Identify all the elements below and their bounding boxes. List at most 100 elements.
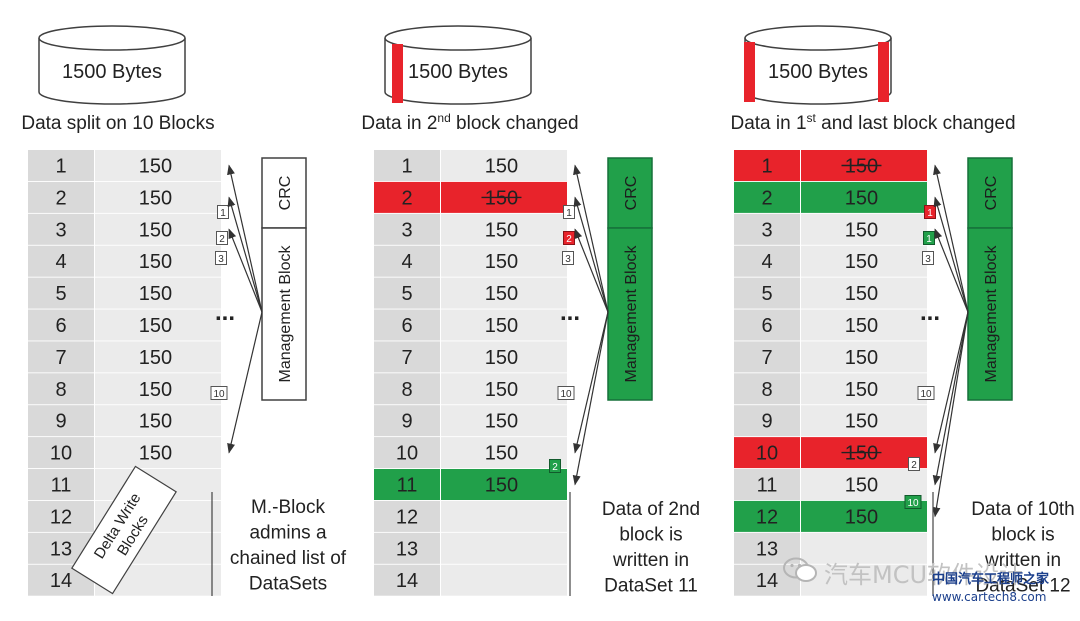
block-value: 150 [845, 379, 878, 401]
note-line: Data of 2nd [602, 499, 700, 520]
note-line: block is [991, 525, 1054, 546]
block-number-cell [28, 405, 94, 437]
block-number: 7 [55, 347, 66, 369]
block-value: 150 [139, 379, 172, 401]
pointer-arrow [933, 164, 969, 313]
block-number: 1 [55, 156, 66, 178]
block-number: 9 [55, 411, 66, 433]
block-value: 150 [845, 347, 878, 369]
pointer-index-box [216, 231, 228, 245]
disk-label: 1500 Bytes [768, 61, 868, 83]
pointer-link: 2 [563, 196, 609, 313]
block-number-cell [734, 277, 800, 309]
block-number: 10 [50, 443, 72, 465]
block-value-cell [95, 245, 221, 277]
block-number: 5 [401, 283, 412, 305]
pointer-index-box [210, 386, 228, 400]
pointer-index-box [908, 457, 920, 471]
pointer-arrow [933, 196, 969, 313]
block-number-cell [28, 373, 94, 405]
ellipsis: ... [215, 299, 235, 326]
block-number: 9 [761, 411, 772, 433]
block-number-cell [734, 341, 800, 373]
block-number: 3 [761, 219, 772, 241]
block-value-cell [801, 405, 927, 437]
pointer-link: 2 [908, 311, 969, 486]
block-number-cell [374, 341, 440, 373]
block-value: 150 [139, 187, 172, 209]
block-number-cell [734, 437, 800, 469]
pointer-index: 2 [552, 462, 558, 473]
disk-changed-segment [392, 44, 403, 103]
pointer-arrow [572, 311, 609, 486]
note-line: written in [984, 550, 1061, 571]
crc-label: CRC [983, 176, 1000, 211]
block-value: 150 [139, 347, 172, 369]
pointer-link: 10 [210, 311, 263, 454]
block-number-cell [28, 309, 94, 341]
block-number: 13 [50, 538, 72, 560]
pointer-index: 10 [920, 389, 932, 400]
block-value-cell [441, 245, 567, 277]
note-line: written in [612, 550, 689, 571]
panel-heading: Data in 2nd block changed [361, 111, 578, 134]
block-number: 3 [401, 219, 412, 241]
crc-label: CRC [277, 176, 294, 211]
note-line: M.-Block [251, 497, 325, 518]
block-value: 150 [485, 315, 518, 337]
pointer-index-box [923, 231, 935, 245]
block-value: 150 [485, 251, 518, 273]
block-number: 8 [401, 379, 412, 401]
block-number: 2 [55, 187, 66, 209]
block-number-cell [734, 309, 800, 341]
block-number: 6 [761, 315, 772, 337]
block-number: 12 [756, 506, 778, 528]
block-value: 150 [139, 283, 172, 305]
pointer-index: 2 [219, 234, 225, 245]
disk-top [38, 25, 186, 51]
block-number: 2 [761, 187, 772, 209]
pointer-arrow [934, 228, 969, 313]
pointer-index: 3 [218, 254, 224, 265]
block-value: 150 [845, 411, 878, 433]
block-value-cell [801, 532, 927, 564]
management-block [967, 227, 1013, 401]
block-value: 150 [139, 315, 172, 337]
block-number: 4 [55, 251, 66, 273]
pointer-index-box [563, 205, 575, 219]
block-number-cell [374, 469, 440, 500]
pointer-index: 1 [926, 234, 932, 245]
delta-write-box [71, 465, 177, 595]
block-number: 11 [51, 475, 72, 497]
block-number: 3 [55, 219, 66, 241]
pointer-index: 1 [220, 208, 226, 219]
block-value-cell [441, 437, 567, 469]
block-value: 150 [845, 506, 878, 528]
management-block [261, 227, 307, 401]
note-line: admins a [249, 523, 327, 544]
note-line: chained list of [230, 548, 347, 569]
block-row: 14 [374, 564, 567, 596]
block-row: 1 150 [28, 150, 221, 181]
block-number-cell [374, 245, 440, 277]
block-value: 150 [845, 475, 878, 497]
pointer-link: 1 [923, 196, 969, 313]
pointer-index: 1 [927, 208, 933, 219]
block-number-cell [734, 405, 800, 437]
block-number-cell [374, 564, 440, 596]
note-line: Data of 10th [971, 499, 1075, 520]
disk-changed-segment-first [744, 42, 755, 102]
block-value: 150 [139, 156, 172, 178]
pointer-link: 1 [924, 164, 969, 313]
block-number-cell [28, 277, 94, 309]
block-value-cell [441, 500, 567, 532]
pointer-index-box [563, 231, 575, 245]
block-number: 13 [396, 538, 418, 560]
block-value-cell [441, 564, 567, 596]
